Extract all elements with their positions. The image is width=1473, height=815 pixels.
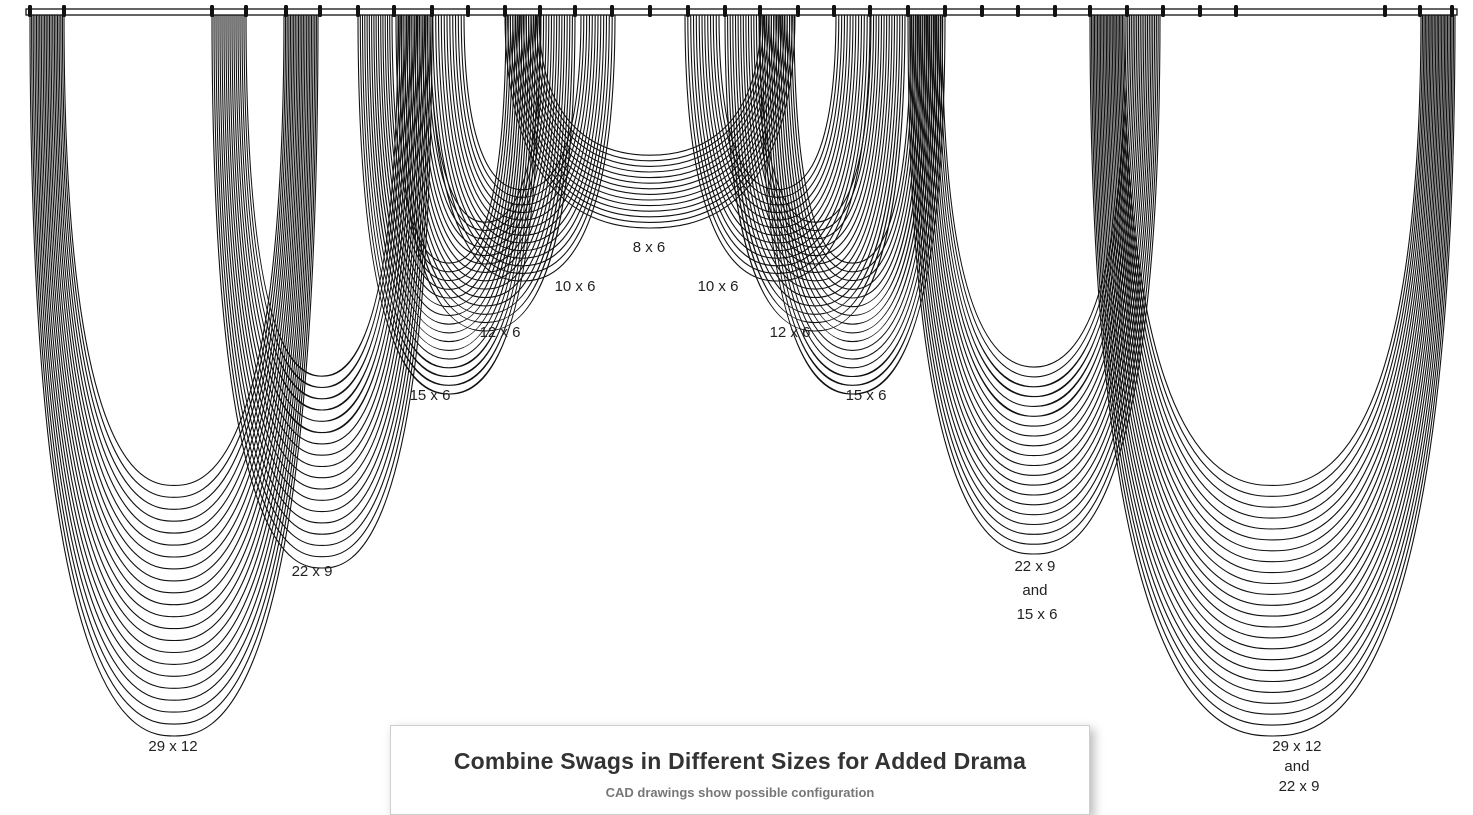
rod-ring (1053, 5, 1057, 17)
rod-ring (392, 5, 396, 17)
swag-22x9-and-15x6 (907, 13, 1161, 555)
rod-ring (723, 5, 727, 17)
swag-label-29x12-and-22x9: 29 x 12 and 22 x 9 (1272, 738, 1325, 795)
swag-8x6-center (504, 13, 796, 229)
rod-ring (210, 5, 214, 17)
rod-ring (1016, 5, 1020, 17)
swag-22x9-left (211, 13, 433, 569)
rod-ring (430, 5, 434, 17)
rod-ring (648, 5, 652, 17)
rod-ring (832, 5, 836, 17)
rod-ring (466, 5, 470, 17)
swag-label-10x6-right: 10 x 6 (698, 278, 739, 295)
rod-ring (356, 5, 360, 17)
caption-title: Combine Swags in Different Sizes for Add… (453, 748, 1027, 774)
rod-ring (686, 5, 690, 17)
rod-ring (1125, 5, 1129, 17)
swag-labels: 29 x 12 22 x 9 15 x 6 12 x 6 10 x 6 8 x … (148, 239, 1325, 795)
rod-bar (25, 8, 1458, 16)
rod-ring (943, 5, 947, 17)
swag-15x6-right (759, 13, 946, 395)
swag-label-line: and (1022, 582, 1047, 599)
rod-ring (62, 5, 66, 17)
swag-label-15x6-right: 15 x 6 (846, 387, 887, 404)
swag-label-line: 22 x 9 (1014, 558, 1055, 575)
rod-ring (1234, 5, 1238, 17)
rod-ring (318, 5, 322, 17)
swag-label-line: 22 x 9 (1279, 778, 1320, 795)
rod-ring (1198, 5, 1202, 17)
swag-group (29, 13, 1456, 737)
curtain-rod (25, 5, 1458, 17)
swag-29x12-and-22x9 (1089, 13, 1456, 737)
rod-ring (1383, 5, 1387, 17)
rod-ring (573, 5, 577, 17)
swag-label-12x6-left: 12 x 6 (480, 324, 521, 341)
swag-label-22x9-left: 22 x 9 (292, 563, 333, 580)
swag-label-line: and (1284, 758, 1309, 775)
caption-subtitle: CAD drawings show possible configuration (605, 785, 875, 800)
swag-10x6-left (429, 13, 616, 282)
rod-ring (796, 5, 800, 17)
rod-ring (868, 5, 872, 17)
swag-29x12-left (29, 13, 319, 737)
swag-label-line: 15 x 6 (1017, 606, 1058, 623)
rod-ring (244, 5, 248, 17)
rod-ring (1418, 5, 1422, 17)
rod-ring (1088, 5, 1092, 17)
rod-ring (1450, 5, 1454, 17)
caption-box: Combine Swags in Different Sizes for Add… (390, 725, 1090, 815)
swag-label-15x6-left: 15 x 6 (410, 387, 451, 404)
swag-label-line: 29 x 12 (1272, 738, 1321, 755)
swag-label-10x6-left: 10 x 6 (555, 278, 596, 295)
swag-label-12x6-right: 12 x 6 (770, 324, 811, 341)
rod-ring (284, 5, 288, 17)
swag-label-22x9-and-15x6: 22 x 9 and 15 x 6 (1014, 558, 1059, 623)
rod-ring (610, 5, 614, 17)
rod-ring (980, 5, 984, 17)
swag-label-29x12-left: 29 x 12 (148, 738, 197, 755)
rod-ring (1161, 5, 1165, 17)
rod-ring (758, 5, 762, 17)
swag-label-8x6-center: 8 x 6 (633, 239, 666, 256)
rod-ring (906, 5, 910, 17)
swag-12x6-right (724, 13, 906, 332)
rod-ring (538, 5, 542, 17)
rod-ring (503, 5, 507, 17)
rod-ring (28, 5, 32, 17)
